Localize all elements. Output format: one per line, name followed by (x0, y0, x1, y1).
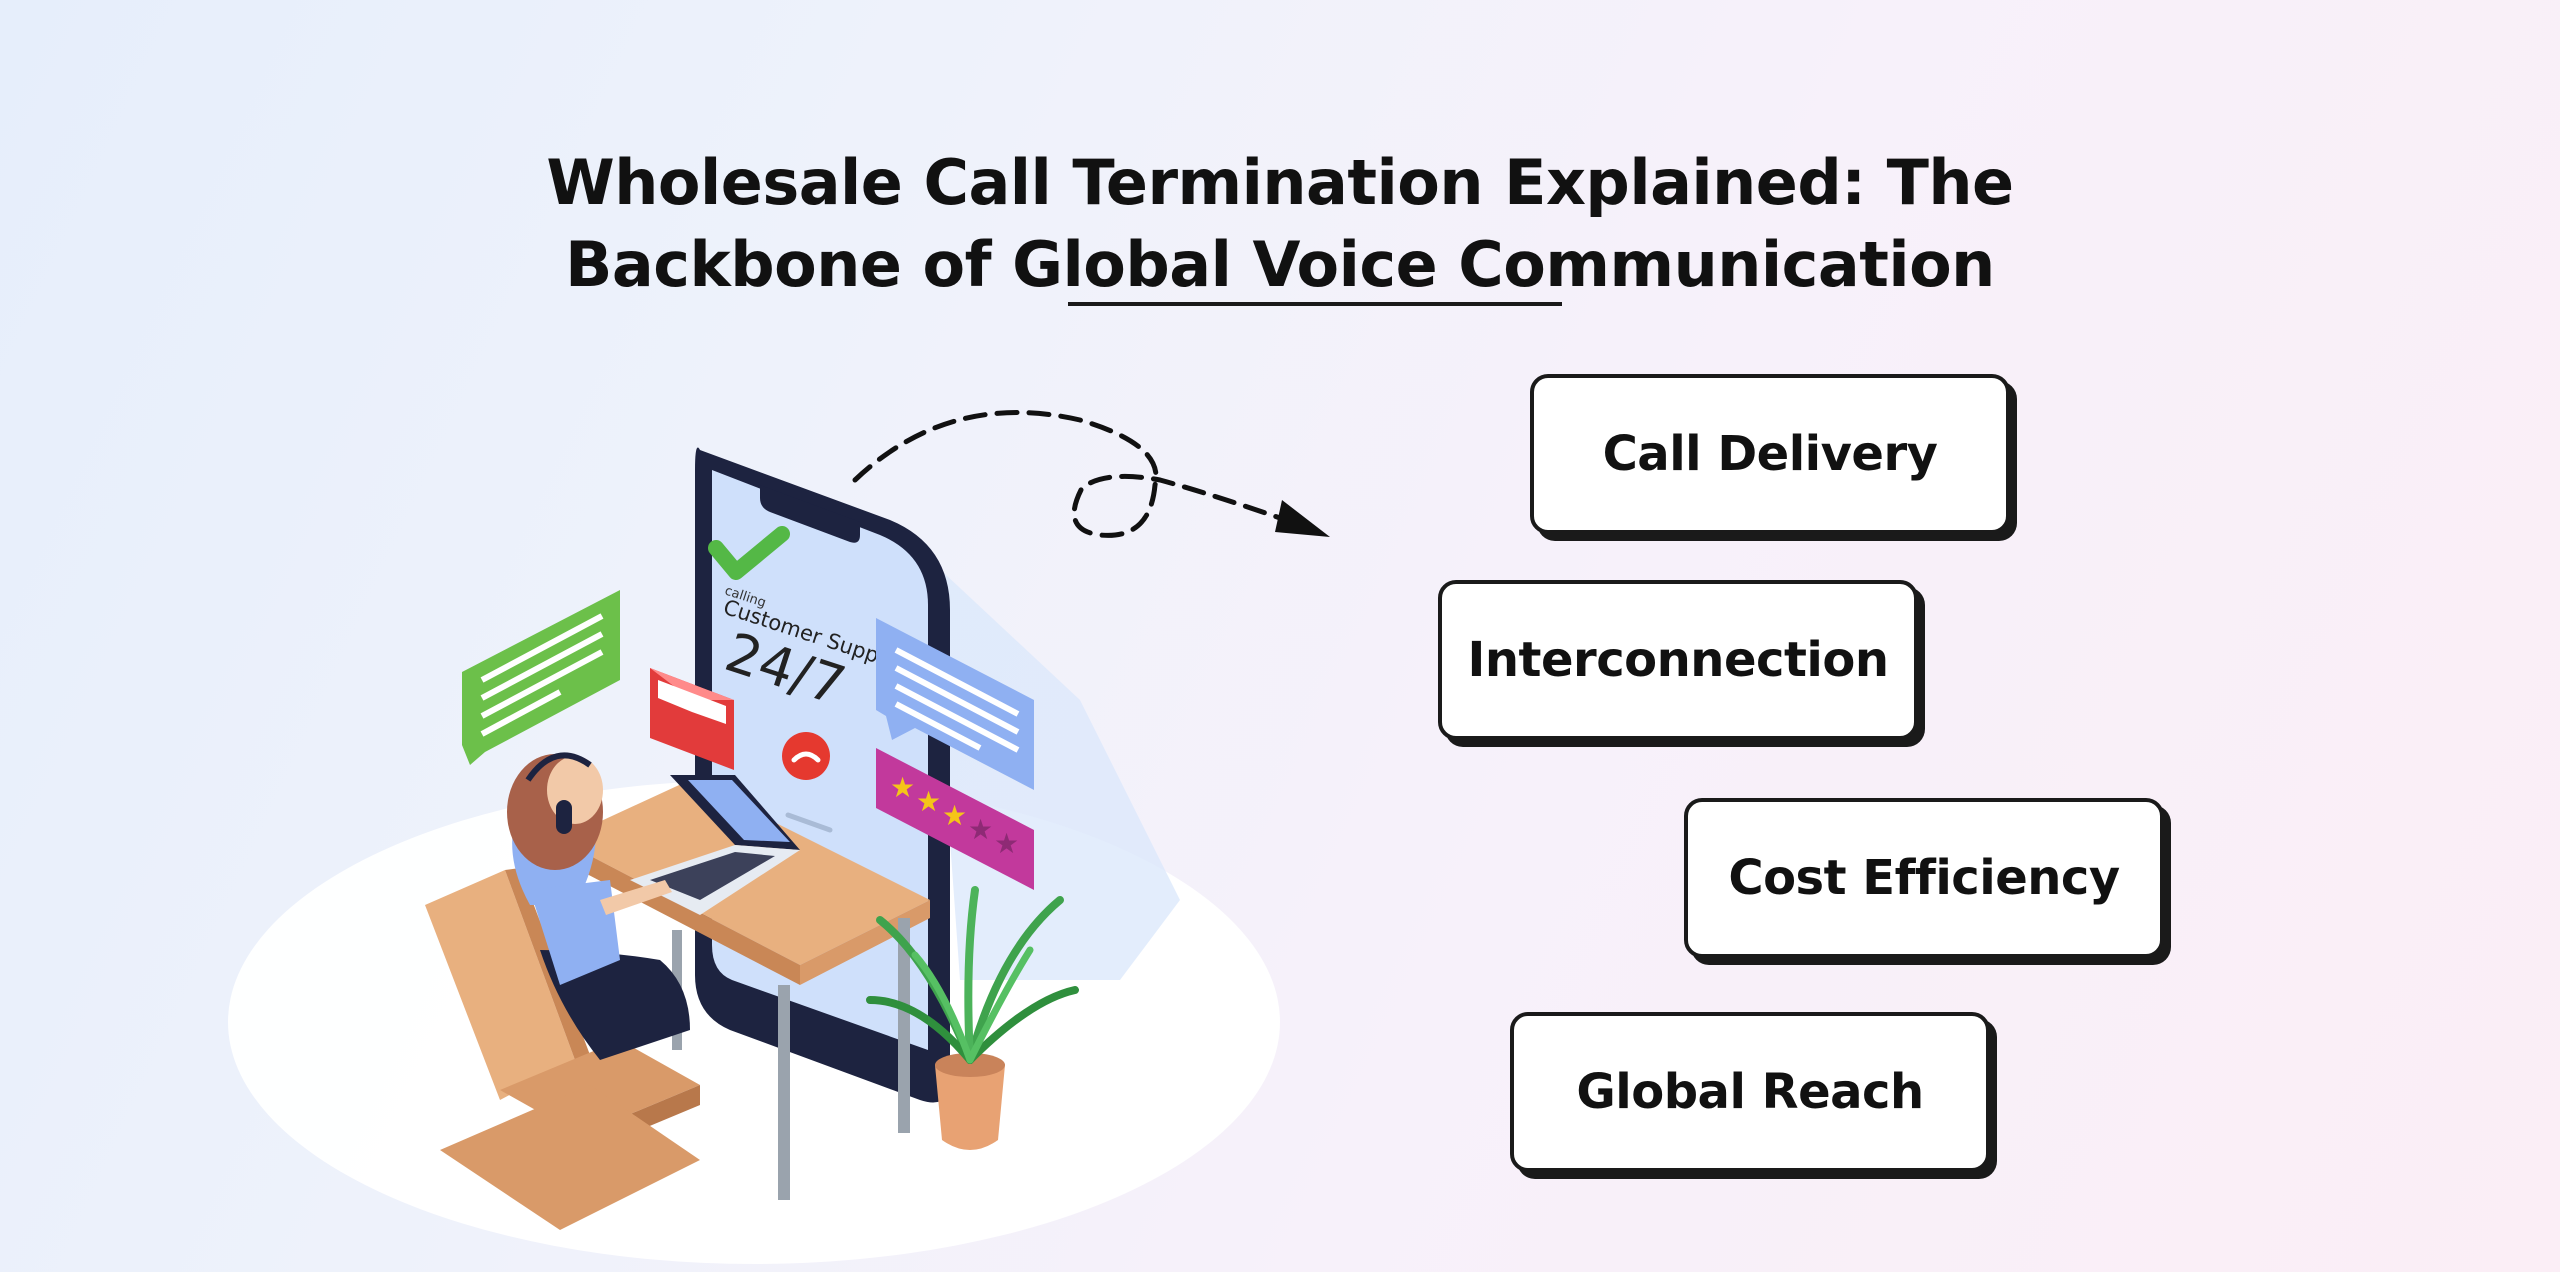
star-icon: ★ (890, 771, 915, 804)
mail-icon (650, 668, 734, 770)
title-line-2: Backbone of Global Voice Communication (565, 227, 1995, 301)
support-agent-person (507, 752, 690, 1060)
rating-panel: ★ ★ ★ ★ ★ (876, 748, 1034, 890)
laptop (630, 775, 800, 915)
feature-label: Interconnection (1467, 632, 1889, 688)
star-icon: ★ (968, 813, 993, 846)
headset-icon (556, 800, 572, 834)
customer-support-illustration: calling Customer Support 24/7 ★ ★ ★ ★ ★ (425, 410, 1330, 1230)
feature-card-interconnection: Interconnection (1438, 580, 1918, 740)
feature-label: Call Delivery (1602, 426, 1938, 482)
screen-glow (930, 560, 1180, 980)
green-chat-bubble-icon (462, 590, 620, 765)
title-line-1: Wholesale Call Termination Explained: Th… (546, 145, 2014, 219)
feature-card-cost-efficiency: Cost Efficiency (1684, 798, 2164, 958)
page-title: Wholesale Call Termination Explained: Th… (0, 142, 2560, 306)
feature-card-call-delivery: Call Delivery (1530, 374, 2010, 534)
star-icon: ★ (942, 799, 967, 832)
feature-label: Cost Efficiency (1728, 850, 2120, 906)
star-icon: ★ (994, 827, 1019, 860)
dashed-arrow-icon (852, 410, 1330, 538)
star-icon: ★ (916, 785, 941, 818)
title-underline (1068, 302, 1562, 306)
check-icon (708, 526, 790, 580)
blue-chat-bubble-icon (876, 618, 1034, 790)
feature-card-global-reach: Global Reach (1510, 1012, 1990, 1172)
feature-label: Global Reach (1576, 1064, 1924, 1120)
potted-plant (866, 886, 1079, 1150)
